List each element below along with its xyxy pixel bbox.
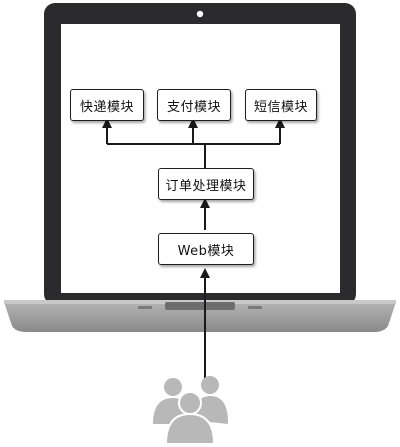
module-web: Web模块 (158, 233, 254, 265)
module-payment-label: 支付模块 (166, 99, 221, 115)
module-express-label: 快递模块 (79, 99, 134, 115)
laptop-camera (196, 10, 204, 18)
module-order: 订单处理模块 (158, 168, 254, 200)
module-express: 快递模块 (70, 89, 144, 121)
laptop-base (4, 302, 396, 332)
module-web-label: Web模块 (177, 243, 235, 259)
module-sms: 短信模块 (245, 89, 317, 121)
laptop-foot-left (138, 306, 152, 309)
module-payment: 支付模块 (157, 89, 231, 121)
connectors (102, 118, 285, 380)
users-icon (153, 376, 228, 445)
laptop-foot-right (248, 306, 262, 309)
module-sms-label: 短信模块 (253, 99, 308, 115)
laptop-hinge (165, 302, 235, 310)
module-order-label: 订单处理模块 (165, 178, 247, 194)
